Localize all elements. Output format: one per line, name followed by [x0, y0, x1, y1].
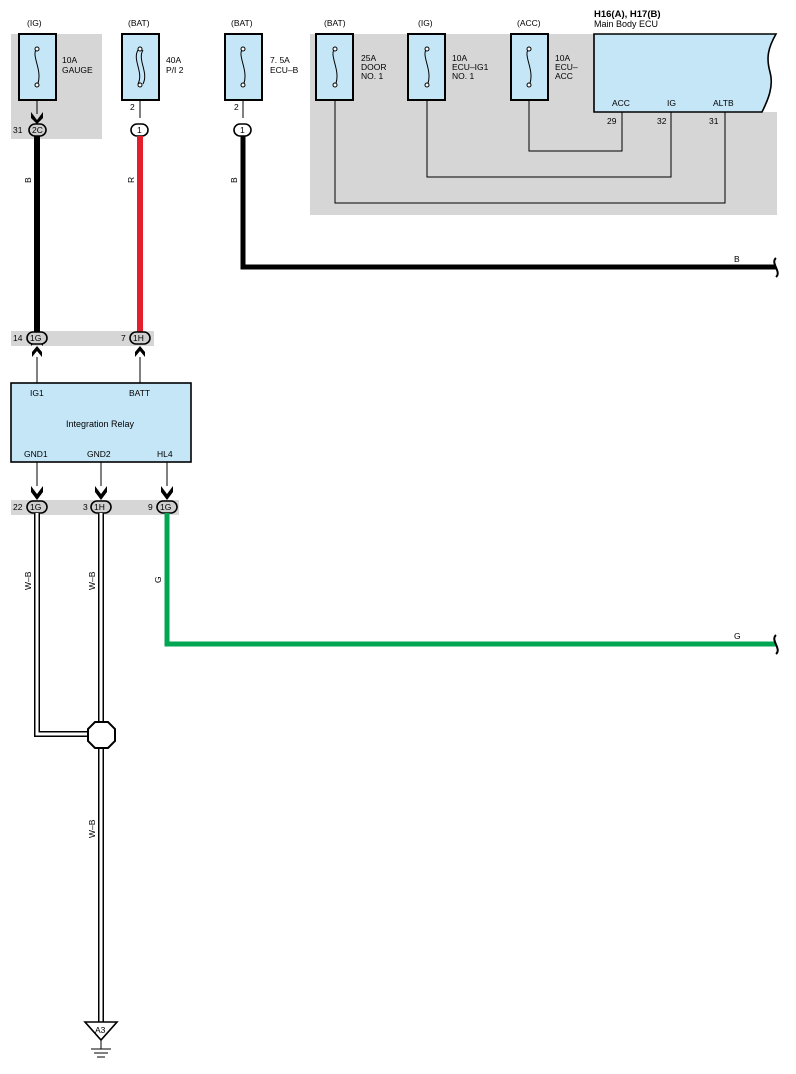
ecu-pin-altb: 31: [709, 116, 719, 126]
connector-1-ecub: 1: [233, 123, 252, 137]
fuse-name-line2: NO. 1: [452, 71, 474, 81]
fuse-box: [407, 33, 446, 101]
ground-symbol-icon: [91, 1048, 111, 1058]
relay-terminal-batt: BATT: [129, 388, 150, 398]
fuse-name: GAUGE: [62, 65, 93, 75]
fuse-name-line2: ACC: [555, 71, 573, 81]
wire-color-ecub-out: B: [734, 254, 740, 264]
connector-id: 1H: [94, 502, 105, 512]
integration-relay-box: [10, 382, 192, 463]
connector-id: 2C: [32, 125, 43, 135]
wire-ecub-black: [240, 136, 776, 270]
fuse-name-line2: NO. 1: [361, 71, 383, 81]
ecu-pin-ig: 32: [657, 116, 667, 126]
wire-color-hl4-out: G: [734, 631, 741, 641]
fuse-rating: 40A: [166, 55, 181, 65]
connector-id: 1H: [133, 333, 144, 343]
connector-pin: 7: [121, 333, 126, 343]
fuse-box: [121, 33, 160, 101]
wire-color-gnd2: W–B: [87, 571, 97, 590]
splice-point-icon: [87, 721, 116, 749]
connector-1g-hl4: 1G 9: [148, 500, 178, 514]
fuse-rating: 10A: [452, 53, 467, 63]
relay-terminal-hl4: HL4: [157, 449, 173, 459]
connector-1g-gnd1: 1G 22: [13, 500, 48, 514]
fuse-door-no1: (BAT) 25A DOOR NO. 1: [315, 18, 387, 101]
fuse-supply-label: (ACC): [517, 18, 541, 28]
ecu-pin-acc: 29: [607, 116, 617, 126]
connector-id: 1G: [30, 502, 41, 512]
wire-color-pi2: R: [126, 177, 136, 183]
relay-name: Integration Relay: [66, 419, 135, 429]
fuse-name: DOOR: [361, 62, 387, 72]
ecu-terminal-acc: ACC: [612, 98, 630, 108]
connector-pin: 9: [148, 502, 153, 512]
mid-chevrons: [32, 346, 145, 383]
fuse-name: P/I 2: [166, 65, 184, 75]
connector-pin: 31: [13, 125, 23, 135]
ecu-internal-wiring: [334, 100, 726, 204]
fuse-supply-label: (BAT): [324, 18, 346, 28]
connector-1g-ig1: 1G 14: [13, 331, 48, 346]
connector-id: 1G: [160, 502, 171, 512]
connector-id: 1G: [30, 333, 41, 343]
fuse-ecu-ig1-no1: (IG) 10A ECU–IG1 NO. 1: [407, 18, 489, 101]
ecu-terminal-altb: ALTB: [713, 98, 734, 108]
connector-1h-batt: 1H 7: [121, 331, 151, 345]
connector-id: 1: [137, 125, 142, 135]
fuse-pi2: (BAT) 40A P/I 2 2: [121, 18, 184, 112]
fuse-supply-label: (IG): [418, 18, 433, 28]
relay-terminal-gnd1: GND1: [24, 449, 48, 459]
wire-color-hl4: G: [153, 576, 163, 583]
fuse-box: [315, 33, 354, 101]
fuse-name: ECU–IG1: [452, 62, 489, 72]
fuse-supply-label: (BAT): [231, 18, 253, 28]
wire-color-ecub: B: [229, 177, 239, 183]
wire-break-icon: [773, 634, 779, 655]
connector-id: 1: [240, 125, 245, 135]
fuse-rating: 7. 5A: [270, 55, 290, 65]
ground-triangle-icon: [83, 1021, 119, 1042]
fuse-name: ECU–B: [270, 65, 299, 75]
fuse-name: ECU–: [555, 62, 578, 72]
fuse-pin: 2: [234, 102, 239, 112]
relay-bottom-leads: [31, 462, 173, 500]
connector-pin: 22: [13, 502, 23, 512]
ecu-title: H16(A), H17(B): [594, 9, 661, 20]
fusible-link-icon: [135, 49, 146, 85]
wire-color-ground-main: W–B: [87, 819, 97, 838]
wire-gnd1-white-black: [34, 513, 90, 737]
connector-pin: 3: [83, 502, 88, 512]
wire-color-gnd1: W–B: [23, 571, 33, 590]
main-body-ecu-box: [593, 33, 778, 113]
fuse-supply-label: (IG): [27, 18, 42, 28]
fuse-rating: 10A: [62, 55, 77, 65]
ecu-name: Main Body ECU: [594, 19, 658, 29]
connector-pin: 14: [13, 333, 23, 343]
wire-hl4-green: [164, 513, 776, 647]
ground-point-a3: A3: [83, 1021, 119, 1058]
ecu-terminal-ig: IG: [667, 98, 676, 108]
wire-color-gauge: B: [23, 177, 33, 183]
fuse-rating: 25A: [361, 53, 376, 63]
fuse-supply-label: (BAT): [128, 18, 150, 28]
relay-terminal-ig1: IG1: [30, 388, 44, 398]
fuse-ecub: (BAT) 7. 5A ECU–B 2: [224, 18, 299, 112]
relay-terminal-gnd2: GND2: [87, 449, 111, 459]
fuse-leads: [36, 100, 244, 118]
fuse-rating: 10A: [555, 53, 570, 63]
connector-1h-gnd2: 1H 3: [83, 500, 112, 514]
connector-1-pi2: 1: [130, 123, 149, 137]
fuse-pin: 2: [130, 102, 135, 112]
fuse-ecu-acc: (ACC) 10A ECU– ACC: [510, 18, 578, 101]
ground-id: A3: [95, 1025, 106, 1035]
wire-break-icon: [773, 257, 779, 278]
